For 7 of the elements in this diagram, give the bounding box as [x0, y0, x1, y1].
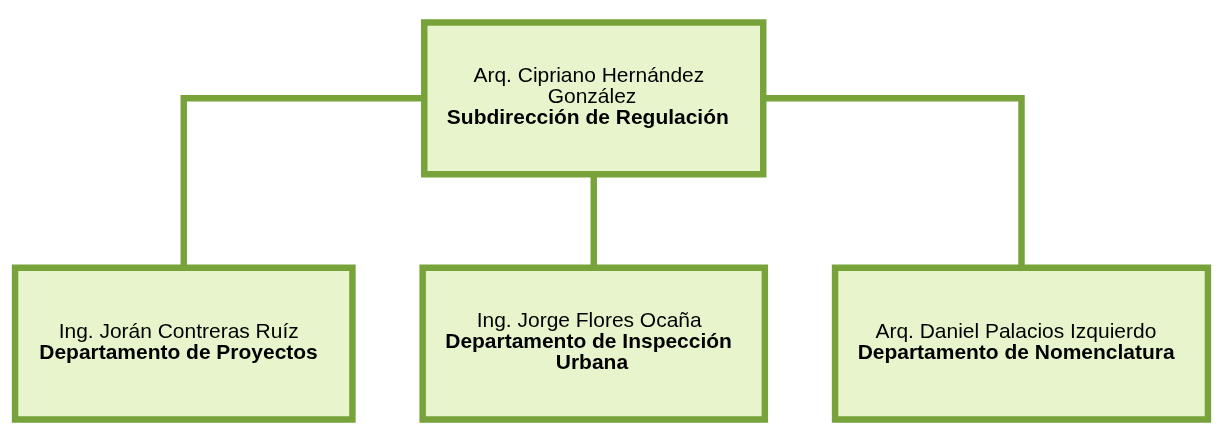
node-box: Ing. Jorán Contreras Ruíz Departamento de Proyectos — [11, 264, 356, 423]
node-box: Ing. Jorge Flores Ocaña Departamento de Inspección Urbana — [419, 264, 769, 423]
connector — [763, 94, 1025, 267]
connector — [180, 94, 424, 267]
node-box: Arq. Cipriano Hernández González Subdirección de Regulación — [421, 18, 767, 177]
connector — [590, 174, 597, 267]
node-box: Arq. Daniel Palacios Izquierdo Departamento de Nomenclatura — [831, 264, 1212, 423]
